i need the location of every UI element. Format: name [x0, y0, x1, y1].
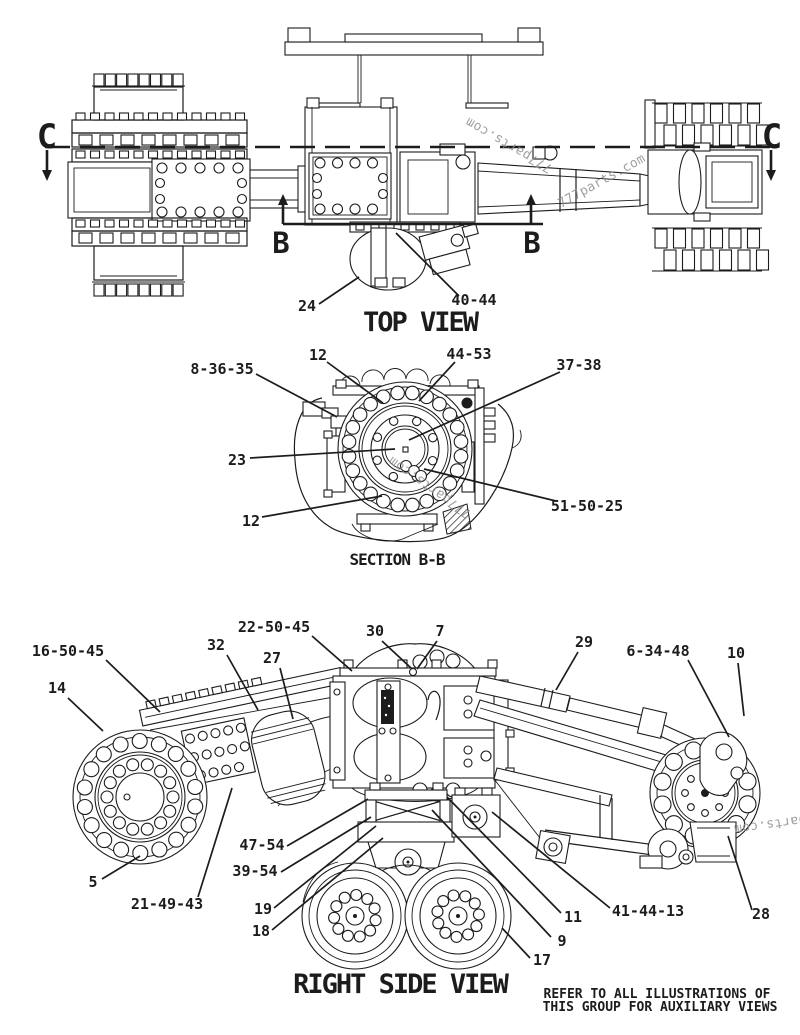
- leader-44-53: [418, 361, 456, 402]
- callout-30: 30: [366, 622, 384, 640]
- right-track-unit: [644, 99, 770, 272]
- callout-16-50-45: 16-50-45: [32, 642, 104, 660]
- top-view-title: TOP VIEW: [363, 307, 480, 338]
- callout-8-36-35: 8-36-35: [190, 360, 253, 378]
- section-letter-b-right: B: [523, 226, 540, 260]
- callout-6-34-48: 6-34-48: [626, 642, 689, 660]
- section-line-b: [278, 194, 543, 226]
- section-bb-title: SECTION B-B: [350, 550, 446, 569]
- top-pan-and-valve: [349, 221, 479, 291]
- leader-24: [318, 276, 360, 305]
- rsv-oval-cover: [250, 710, 326, 806]
- callout-14: 14: [48, 679, 66, 697]
- callout-17: 17: [533, 951, 551, 969]
- callout-37-38: 37-38: [556, 356, 601, 374]
- callout-41-44-13: 41-44-13: [612, 902, 684, 920]
- note-line-2: THIS GROUP FOR AUXILIARY VIEWS: [543, 1000, 778, 1015]
- right-side-view-title: RIGHT SIDE VIEW: [293, 969, 510, 1000]
- callout-23: 23: [228, 451, 246, 469]
- callout-39-54: 39-54: [232, 862, 277, 880]
- leader-51-50-25: [423, 468, 557, 502]
- left-track-unit: [67, 73, 313, 297]
- callout-22-50-45: 22-50-45: [238, 618, 310, 636]
- section-letter-c-left: C: [37, 117, 57, 157]
- rsv-left-flange: [72, 729, 208, 865]
- leader-37-38: [408, 371, 561, 441]
- rsv-road-wheels: [301, 861, 512, 970]
- leader-12-top: [326, 361, 384, 404]
- section-letter-c-right: C: [762, 117, 782, 157]
- callout-40-44: 40-44: [451, 291, 496, 309]
- rsv-top-beam: [138, 666, 345, 727]
- top-view: C C B B 24 40-44 TOP VIEW: [37, 27, 782, 338]
- callout-12-top: 12: [309, 346, 327, 364]
- right-side-view: 16-50-45 14 32 27 22-50-45 30 7 29 6-34-…: [32, 618, 778, 1015]
- rsv-leaders: [67, 635, 753, 959]
- callout-19: 19: [254, 900, 272, 918]
- section-bearing: [337, 381, 473, 517]
- rsv-boom: [473, 675, 707, 783]
- callout-5: 5: [88, 873, 97, 891]
- rsv-gearbox: [329, 643, 515, 802]
- callout-29: 29: [575, 633, 593, 651]
- rsv-mount: [357, 782, 501, 876]
- callout-51-50-25: 51-50-25: [551, 497, 623, 515]
- section-letter-b-left: B: [272, 226, 289, 260]
- callout-10: 10: [727, 644, 745, 662]
- callout-9: 9: [557, 932, 566, 950]
- leader-40-44: [395, 232, 460, 297]
- callout-28: 28: [752, 905, 770, 923]
- top-center-gearbox: [304, 97, 558, 226]
- section-line-c: [42, 145, 776, 181]
- callout-27: 27: [263, 649, 281, 667]
- callout-24: 24: [298, 297, 316, 315]
- note-line-1: REFER TO ALL ILLUSTRATIONS OF: [544, 987, 771, 1002]
- callout-7: 7: [435, 622, 444, 640]
- callout-11: 11: [564, 908, 582, 926]
- callout-18: 18: [252, 922, 270, 940]
- callout-12-bottom: 12: [242, 512, 260, 530]
- callout-47-54: 47-54: [239, 836, 284, 854]
- rsv-rear-frame: [493, 767, 737, 870]
- callout-21-49-43: 21-49-43: [131, 895, 203, 913]
- leader-12-bottom: [261, 495, 383, 518]
- callout-32: 32: [207, 636, 225, 654]
- top-mounting-plate: [284, 27, 544, 109]
- section-bb-view: 8-36-35 12 44-53 37-38 23 12 51-50-25 SE…: [190, 345, 623, 569]
- leader-23: [249, 448, 396, 459]
- leader-8-36-35: [255, 373, 338, 418]
- callout-44-53: 44-53: [446, 345, 491, 363]
